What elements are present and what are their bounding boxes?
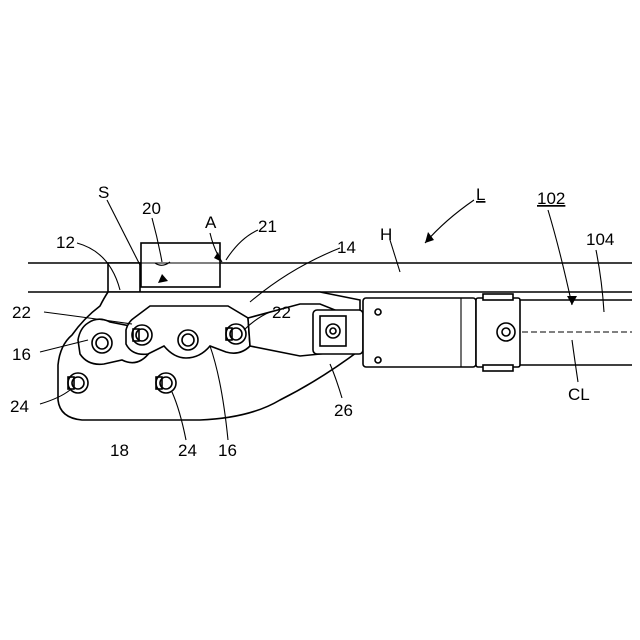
label-22-left: 22 — [12, 303, 31, 322]
label-18: 18 — [110, 441, 129, 460]
cylinder-cap — [476, 294, 520, 371]
label-cl: CL — [568, 385, 590, 404]
label-16-bottom: 16 — [218, 441, 237, 460]
label-24-bottom: 24 — [178, 441, 197, 460]
label-l: L — [476, 185, 485, 204]
label-20: 20 — [142, 199, 161, 218]
label-s: S — [98, 183, 109, 202]
label-21: 21 — [258, 217, 277, 236]
part-20-block — [141, 243, 220, 287]
label-16-left: 16 — [12, 345, 31, 364]
label-14: 14 — [337, 238, 356, 257]
label-22-right: 22 — [272, 303, 291, 322]
label-104: 104 — [586, 230, 614, 249]
cylinder-body — [363, 298, 476, 367]
label-26: 26 — [334, 401, 353, 420]
label-102: 102 — [537, 189, 565, 208]
label-12: 12 — [56, 233, 75, 252]
lower-member-104 — [520, 300, 632, 365]
label-a: A — [205, 213, 217, 232]
block-12 — [108, 263, 140, 292]
label-h: H — [380, 225, 392, 244]
label-24-left: 24 — [10, 397, 29, 416]
joint-26 — [313, 310, 363, 354]
